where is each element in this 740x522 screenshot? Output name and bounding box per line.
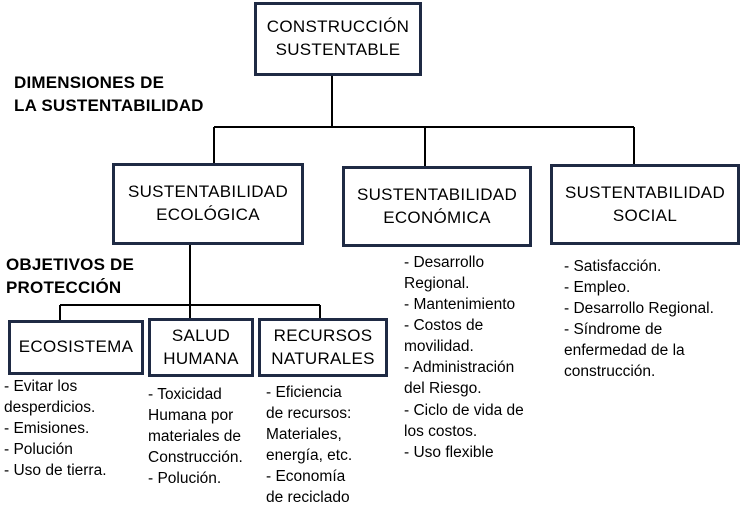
list-item: - Administración [404,359,515,377]
dimensions-heading: DIMENSIONES DE LA SUSTENTABILIDAD [14,72,204,118]
list-item: - Desarrollo Regional. [564,300,714,318]
objective-recursos-line-2: NATURALES [271,348,375,368]
list-item: - Polución. [148,470,222,488]
root-box: CONSTRUCCIÓN SUSTENTABLE [254,2,422,76]
objectives-heading-line-1: OBJETIVOS DE [6,255,135,274]
list-item: - Costos de [404,317,484,335]
list-item: Regional. [404,275,470,293]
dimension-social-line-2: SOCIAL [612,205,678,225]
objective-salud-box: SALUD HUMANA [148,318,254,377]
list-item: - Síndrome de [564,321,663,339]
list-item: de recursos: [266,405,352,423]
list-item: Materiales, [266,426,342,444]
objective-recursos-box: RECURSOS NATURALES [258,318,388,377]
root-line-2: SUSTENTABLE [275,40,401,59]
dimension-social-box: SUSTENTABILIDAD SOCIAL [550,164,740,245]
dimension-ecologica-line-1: SUSTENTABILIDAD [127,182,289,202]
dimensions-heading-line-1: DIMENSIONES DE [14,73,165,92]
list-item: - Polución [4,441,73,459]
dimension-social-line-1: SUSTENTABILIDAD [564,182,726,202]
list-item: - Emisiones. [4,420,90,438]
list-item: - Empleo. [564,279,631,297]
list-item: los costos. [404,422,478,440]
objective-salud-line-2: HUMANA [163,348,239,368]
dimensions-heading-line-2: LA SUSTENTABILIDAD [14,95,204,115]
social-list: - Satisfacción. - Empleo. - Desarrollo R… [564,256,714,382]
list-item: Humana por [148,407,234,425]
dimension-ecologica-line-2: ECOLÓGICA [156,205,260,224]
dimension-economica-line-1: SUSTENTABILIDAD [356,184,518,204]
list-item: - Evitar los [4,378,78,395]
list-item: - Uso de tierra. [4,462,107,480]
list-item: - Desarrollo [404,254,485,271]
list-item: desperdicios. [4,399,96,417]
list-item: de reciclado [266,489,350,507]
objective-recursos-line-1: RECURSOS [273,326,373,346]
list-item: Construcción. [148,449,243,467]
list-item: - Eficiencia [266,384,342,401]
list-item: enfermedad de la [564,342,685,360]
list-item: materiales de [148,428,242,446]
list-item: - Ciclo de vida de [404,401,524,419]
dimension-economica-line-2: ECONÓMICA [383,207,491,227]
objectives-heading-line-2: PROTECCIÓN [6,277,122,297]
list-item: movilidad. [404,338,474,356]
list-item: construcción. [564,363,656,381]
objective-salud-line-1: SALUD [171,326,231,346]
root-line-1: CONSTRUCCIÓN [266,17,410,37]
list-item: - Satisfacción. [564,258,662,275]
dimension-economica-box: SUSTENTABILIDAD ECONÓMICA [342,166,532,247]
objective-ecosistema-line-1: ECOSISTEMA [18,337,134,357]
objectives-heading: OBJETIVOS DE PROTECCIÓN [6,254,134,300]
objective-ecosistema-box: ECOSISTEMA [8,320,144,375]
ecosistema-list: - Evitar los desperdicios. - Emisiones. … [4,376,107,481]
list-item: del Riesgo. [404,380,482,398]
recursos-list: - Eficiencia de recursos: Materiales, en… [266,382,352,508]
salud-list: - Toxicidad Humana por materiales de Con… [148,384,243,489]
economica-list: - Desarrollo Regional. - Mantenimiento -… [404,252,524,463]
list-item: - Mantenimiento [404,296,516,314]
list-item: energía, etc. [266,447,353,465]
list-item: - Uso flexible [404,443,494,461]
dimension-ecologica-box: SUSTENTABILIDAD ECOLÓGICA [112,163,304,245]
list-item: - Economía [266,468,346,486]
list-item: - Toxicidad [148,386,222,403]
